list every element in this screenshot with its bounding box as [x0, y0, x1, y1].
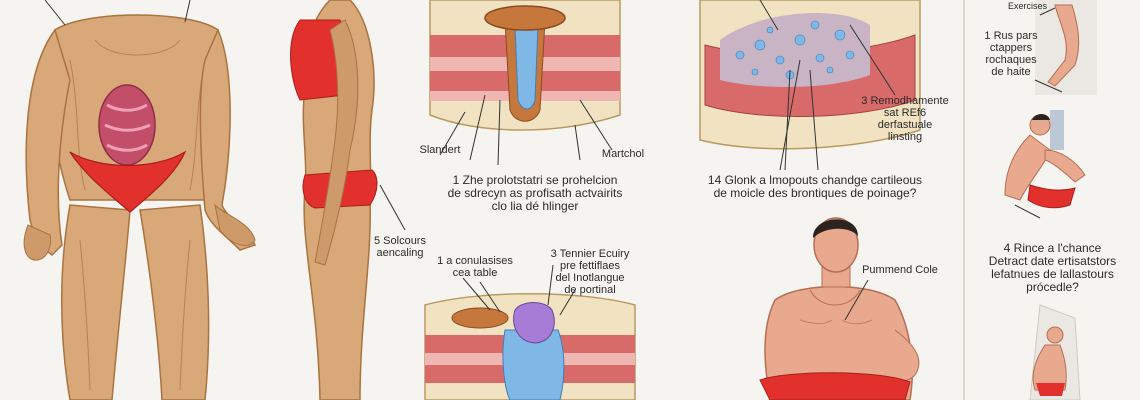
side-figure-icon	[290, 0, 406, 400]
label-remodhamente: 3 Remodhamente sat REf6 derfastuale lins…	[861, 95, 949, 143]
small-figure-icon	[1029, 304, 1081, 400]
label-right-mid: 4 Rince a l'chance Detract date ertisats…	[988, 241, 1117, 294]
label-marchal: Martchol	[601, 148, 645, 160]
caption-mid-2: 14 Glonk a lmopouts chandge cartileous d…	[707, 173, 923, 200]
label-exercises: Exercises	[1007, 1, 1047, 11]
seated-man-icon	[759, 217, 920, 400]
label-tennier: 3 Tennier Ecuiry pre fettiflaes del Inot…	[550, 248, 630, 296]
skin-layers-top-icon	[429, 0, 621, 166]
muscle-figure-icon	[23, 0, 257, 400]
cellular-block-icon	[699, 0, 921, 171]
running-figure-icon	[1034, 0, 1097, 95]
label-solcours: 5 Solcours aencaling	[374, 235, 426, 259]
skin-layers-bottom-icon	[424, 264, 636, 400]
label-right-top: 1 Rus pars ctappers rochaques de haite	[984, 30, 1038, 78]
label-conclusion: 1 a conulasises cea table	[437, 255, 513, 279]
caption-mid-1: 1 Zhe prolotstatri se prohelcion de sdre…	[447, 173, 623, 213]
label-standard: Slandert	[419, 144, 461, 156]
kneeling-figure-icon	[1004, 110, 1086, 219]
label-pummend: Pummend Cole	[862, 264, 938, 276]
column-divider	[963, 0, 965, 400]
